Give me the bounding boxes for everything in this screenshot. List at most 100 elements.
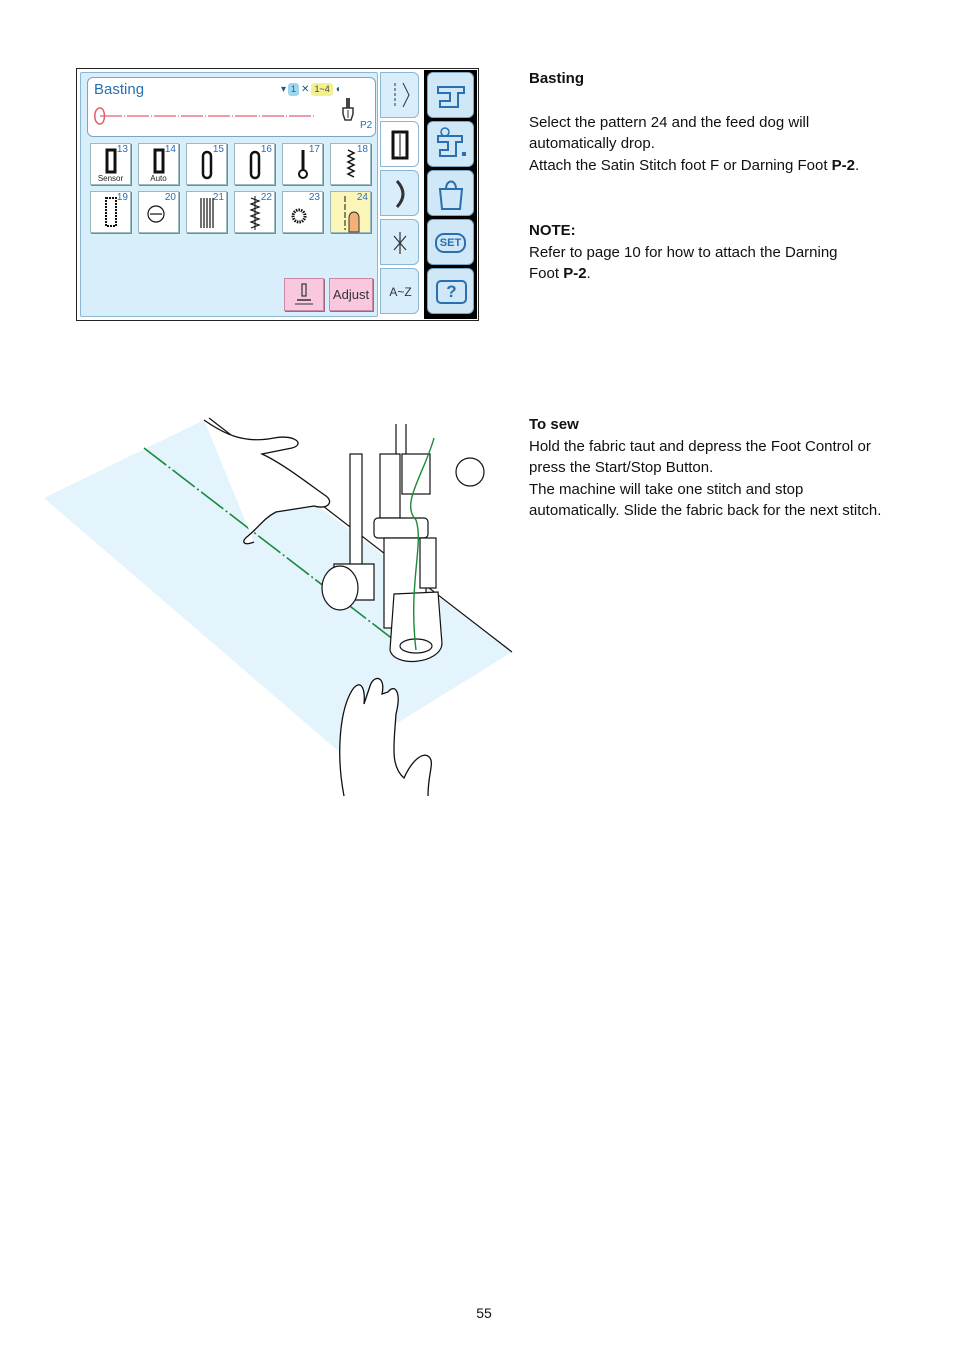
- note-line-2: Foot P-2.: [529, 263, 838, 285]
- thread: [410, 437, 435, 651]
- function-button-panel: SET ?: [424, 70, 477, 319]
- to-sew-line-4: automatically. Slide the fabric back for…: [529, 502, 882, 519]
- basting-line-2: automatically drop.: [529, 135, 655, 152]
- embroidery-mode-button[interactable]: [427, 121, 474, 167]
- utility-stitch-icon: [394, 82, 410, 108]
- ordinary-sewing-button[interactable]: [427, 72, 474, 118]
- right-hand-icon: [339, 677, 433, 797]
- pattern-17-button[interactable]: 17: [282, 143, 323, 185]
- pattern-15-button[interactable]: 15: [186, 143, 227, 185]
- tab-buttonholes[interactable]: [380, 121, 419, 167]
- satin-stitch-icon: [395, 179, 405, 209]
- buttonhole-keyhole-icon: [249, 150, 261, 180]
- to-sew-line-3: The machine will take one stitch and sto…: [529, 480, 804, 498]
- note-line-2-text: Foot: [529, 265, 564, 282]
- adjust-button[interactable]: Adjust: [329, 278, 373, 311]
- pattern-number: 16: [260, 144, 272, 155]
- pattern-23-button[interactable]: 23: [282, 191, 323, 233]
- to-sew-heading: To sew: [529, 416, 579, 433]
- note-line-1: Refer to page 10 for how to attach the D…: [529, 243, 838, 261]
- pattern-20-button[interactable]: 20: [138, 191, 179, 233]
- set-button[interactable]: SET: [427, 219, 474, 265]
- speaker-icon: ◖: [334, 84, 341, 95]
- eyelet-icon: [291, 208, 307, 224]
- note-line-2-end: .: [586, 265, 591, 282]
- fabric: [44, 420, 512, 756]
- cross-stitch-icon: [393, 232, 407, 254]
- pattern-sublabel: Sensor: [97, 174, 124, 183]
- foot-label: P2: [360, 120, 373, 131]
- pattern-number: 18: [356, 144, 368, 155]
- note-section: NOTE: Refer to page 10 for how to attach…: [529, 220, 838, 285]
- pattern-number: 17: [308, 144, 320, 155]
- buttonhole-keyhole-round-icon: [298, 150, 308, 179]
- page-number: 55: [476, 1305, 492, 1321]
- tension-icon: ✕: [301, 84, 310, 95]
- help-button[interactable]: ?: [427, 268, 474, 314]
- basting-heading: Basting: [529, 70, 585, 87]
- basting-line-3-text: Attach the Satin Stitch foot F or Darnin…: [529, 156, 832, 174]
- help-icon: ?: [436, 280, 467, 304]
- help-label: ?: [446, 282, 457, 301]
- pattern-18-button[interactable]: 18: [330, 143, 371, 185]
- tab-quilting[interactable]: [380, 219, 419, 265]
- buttonhole-sensor-icon: [105, 148, 117, 174]
- basting-line-1: Select the pattern 24 and the feed dog w…: [529, 113, 810, 131]
- sewing-machine-icon: [437, 86, 465, 108]
- pattern-13-button[interactable]: 13 Sensor: [90, 143, 131, 185]
- basting-stitch-line: [143, 447, 395, 641]
- buttonhole-tab-icon: [391, 130, 409, 160]
- screen-main-panel: Basting ▾ 1 ✕ 1~4 ◖ P2 13 Sensor: [80, 72, 378, 317]
- alphabet-tab-label: A~Z: [389, 285, 412, 299]
- basting-section: Basting Select the pattern 24 and the fe…: [529, 68, 859, 176]
- status-indicators: ▾ 1 ✕ 1~4 ◖: [281, 83, 341, 96]
- sewing-illustration: [44, 417, 513, 797]
- lcd-screen-illustration: Basting ▾ 1 ✕ 1~4 ◖ P2 13 Sensor: [76, 68, 479, 321]
- foot-height-button[interactable]: [284, 278, 324, 311]
- buttonhole-round-icon: [201, 150, 213, 180]
- tab-decorative-stitches[interactable]: [380, 170, 419, 216]
- pattern-number: 20: [164, 192, 176, 203]
- foot-code: P-2: [831, 156, 855, 174]
- reference-bag-button[interactable]: [427, 170, 474, 216]
- pattern-21-button[interactable]: 21: [186, 191, 227, 233]
- pattern-number: 22: [260, 192, 272, 203]
- presser-foot-icon: [342, 98, 354, 121]
- pattern-16-button[interactable]: 16: [234, 143, 275, 185]
- buttonhole-stretch-icon: [346, 149, 356, 178]
- bag-icon: [438, 180, 464, 210]
- basting-line-3: Attach the Satin Stitch foot F or Darnin…: [529, 155, 859, 177]
- set-label: SET: [435, 233, 466, 253]
- pattern-number: 21: [212, 192, 224, 203]
- basting-line-3-end: .: [855, 156, 860, 174]
- pattern-14-button[interactable]: 14 Auto: [138, 143, 179, 185]
- eyelet-arrow-icon: [147, 205, 165, 223]
- darning-icon: [200, 198, 214, 228]
- pattern-number: 24: [356, 192, 368, 203]
- tab-utility-stitches[interactable]: [380, 72, 419, 118]
- to-sew-line-1: Hold the fabric taut and depress the Foo…: [529, 437, 871, 455]
- pattern-number: 19: [116, 192, 128, 203]
- pattern-number: 14: [164, 144, 176, 155]
- tab-alphabet[interactable]: A~Z: [380, 268, 419, 314]
- foot-code: P-2: [563, 265, 587, 282]
- pattern-sublabel: Auto: [150, 174, 167, 183]
- status-chip-needle: 1: [288, 83, 300, 96]
- pattern-24-button[interactable]: 24: [330, 191, 371, 233]
- screen-title: Basting: [94, 81, 145, 98]
- pattern-22-button[interactable]: 22: [234, 191, 275, 233]
- bar-tack-icon: [249, 196, 261, 230]
- embroidery-machine-icon: [437, 127, 466, 157]
- pattern-number: 23: [308, 192, 320, 203]
- note-heading: NOTE:: [529, 222, 576, 239]
- buttonhole-bar-icon: [105, 197, 117, 227]
- pattern-number: 15: [212, 144, 224, 155]
- stitch-preview-icon: [94, 107, 314, 125]
- buttonhole-auto-icon: [153, 148, 165, 174]
- basting-stitch-icon: [344, 196, 360, 233]
- presser-foot-icon: [321, 424, 485, 663]
- needle-icon: ▾: [281, 84, 287, 95]
- pattern-19-button[interactable]: 19: [90, 191, 131, 233]
- status-chip-tension: 1~4: [311, 83, 333, 96]
- to-sew-line-2: press the Start/Stop Button.: [529, 459, 714, 476]
